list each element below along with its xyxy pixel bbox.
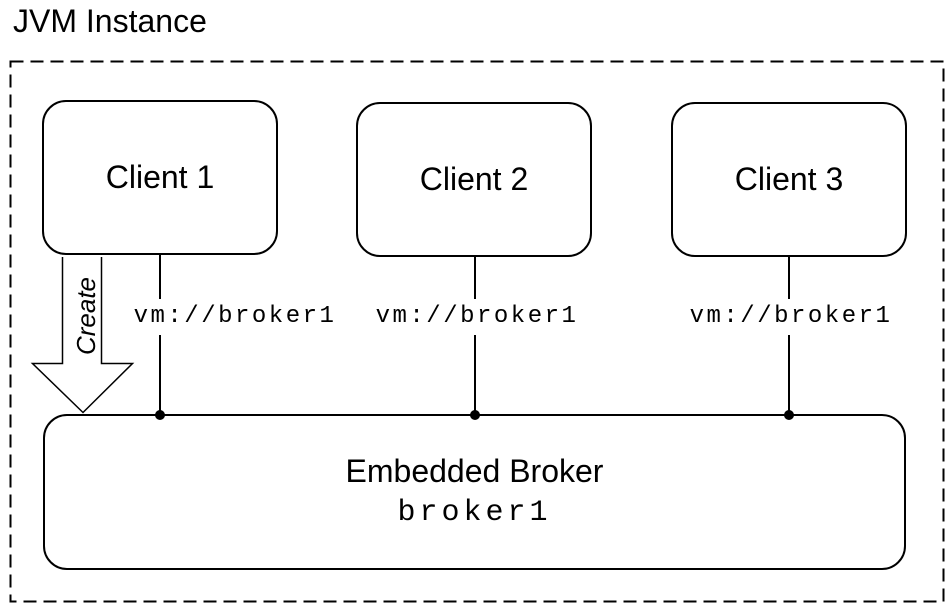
client-2-label: Client 2 xyxy=(419,161,529,197)
client-2-box: Client 2 xyxy=(356,102,592,257)
client-3-label: Client 3 xyxy=(734,161,844,197)
broker-title: Embedded Broker xyxy=(345,453,604,489)
create-arrow-label: Create xyxy=(71,276,101,356)
client-1-box: Client 1 xyxy=(42,100,278,255)
connection-label-1: vm://broker1 xyxy=(130,299,340,335)
connection-label-3: vm://broker1 xyxy=(686,299,896,335)
diagram-title: JVM Instance xyxy=(13,3,207,39)
broker-name: broker1 xyxy=(397,496,552,530)
connection-label-2: vm://broker1 xyxy=(372,299,582,335)
client-3-box: Client 3 xyxy=(671,102,907,257)
embedded-broker-box: Embedded Broker broker1 xyxy=(43,414,906,570)
client-1-label: Client 1 xyxy=(105,159,215,195)
